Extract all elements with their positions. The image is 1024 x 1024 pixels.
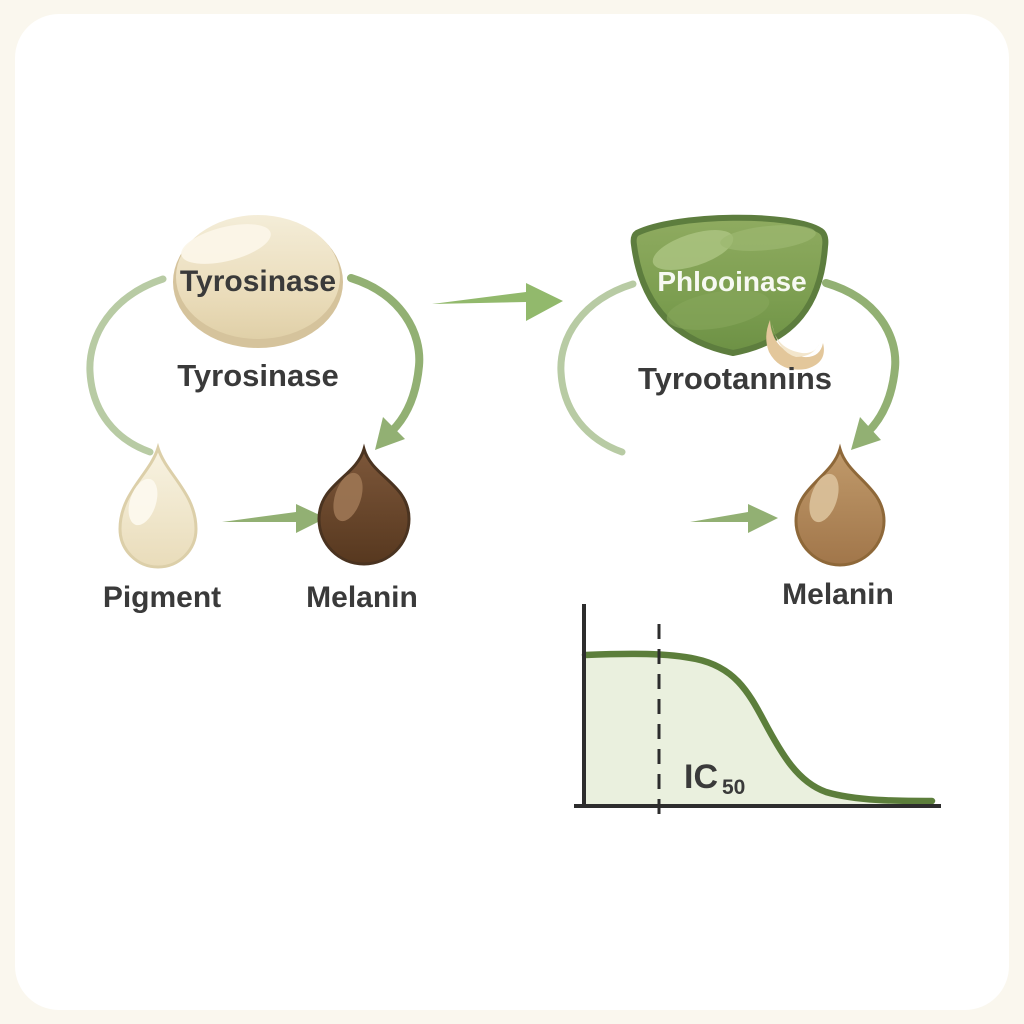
inhibitor-blob-shade (666, 290, 770, 330)
enzyme-oval-gloss (181, 224, 271, 264)
melanin-droplet-tan-gloss (809, 473, 839, 523)
ic50-graph: IC 50 (574, 604, 941, 821)
pigment-droplet-gloss (128, 478, 158, 526)
left-horizontal-arrow (222, 504, 326, 533)
inhibitor-label: Phlooinase (657, 266, 806, 297)
left-melanin-label: Melanin (306, 581, 418, 614)
pigment-label: Pigment (103, 581, 221, 614)
right-curved-arrowhead (851, 417, 881, 450)
pigment-droplet-shape (118, 442, 198, 569)
clove-highlight (772, 324, 819, 357)
ic50-annotation-subscript: 50 (722, 776, 745, 799)
inhibitor-blob: Phlooinase (630, 214, 829, 356)
inhibitor-blob-gloss-2 (720, 225, 816, 251)
right-pathway-panel: Phlooinase Tyrootannins Melanin (557, 214, 900, 611)
left-curved-arrowhead (375, 417, 405, 450)
melanin-droplet-dark (317, 443, 411, 566)
left-pathway-caption: Tyrosinase (177, 358, 338, 393)
right-pathway-caption: Tyrootannins (638, 361, 832, 396)
left-pathway-panel: Tyrosinase Tyrosinase Pigment Melanin (86, 215, 424, 614)
right-curved-connector (557, 280, 637, 456)
right-curved-arrow (822, 279, 900, 436)
melanin-droplet-tan (794, 443, 886, 567)
melanin-droplet-dark-shape (317, 443, 411, 566)
left-enzyme-label: Tyrosinase (180, 265, 336, 298)
inhibitor-blob-gloss (652, 229, 734, 271)
left-curved-arrow (347, 274, 424, 435)
dose-response-area (585, 654, 932, 804)
right-melanin-label: Melanin (782, 578, 894, 611)
right-horizontal-arrow (690, 504, 778, 533)
clove-shape (766, 320, 824, 370)
enzyme-oval: Tyrosinase (173, 215, 343, 348)
left-curved-connector (86, 275, 167, 456)
melanin-droplet-tan-shape (794, 443, 886, 567)
pigment-droplet (118, 442, 198, 569)
dose-response-curve (581, 650, 936, 805)
panel-transition-arrow (432, 283, 563, 321)
ic50-annotation: IC (684, 758, 718, 796)
melanin-droplet-dark-gloss (333, 472, 363, 522)
clove-body (766, 320, 824, 370)
